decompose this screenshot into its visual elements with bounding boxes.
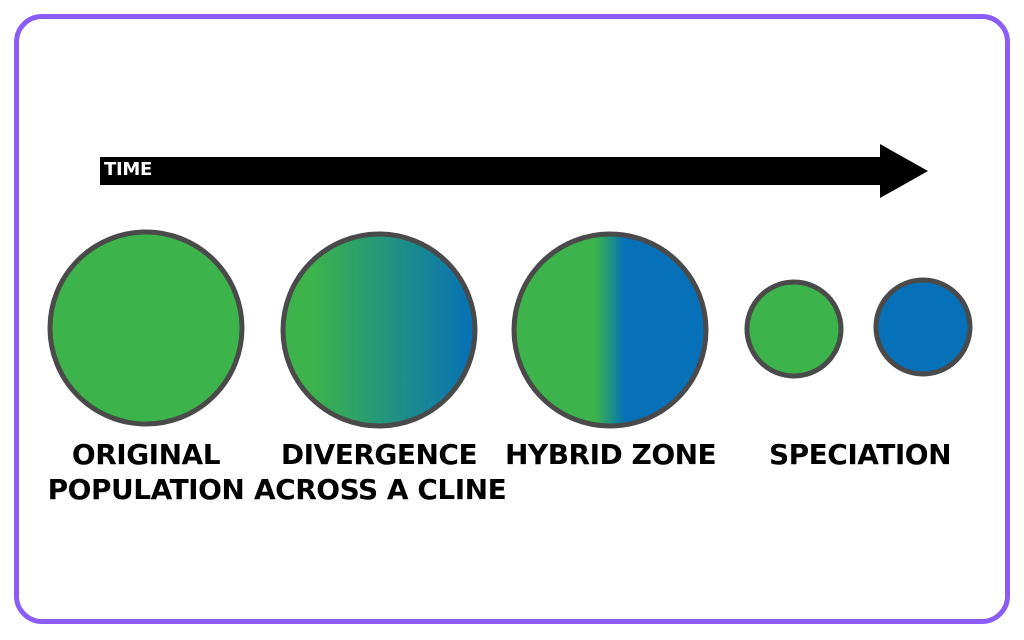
blue-species-circle — [873, 277, 973, 377]
hybrid-zone-caption: HYBRID ZONE — [505, 437, 717, 472]
green-species-circle — [744, 279, 844, 379]
divergence-caption: DIVERGENCE ACROSS A CLINE — [254, 437, 507, 507]
caption-line: HYBRID ZONE — [505, 438, 717, 471]
caption-line: DIVERGENCE — [280, 438, 478, 471]
time-arrow-head — [880, 144, 928, 198]
cline-divergence-circle — [280, 231, 478, 429]
speciation-caption: SPECIATION — [760, 437, 960, 472]
caption-line: ACROSS A CLINE — [254, 473, 507, 506]
time-arrow — [100, 144, 928, 198]
original-population-caption: ORIGINAL POPULATION — [46, 437, 246, 507]
caption-line: POPULATION — [47, 473, 245, 506]
original-population-circle — [47, 229, 245, 427]
caption-line: SPECIATION — [768, 438, 952, 471]
time-label: TIME — [104, 159, 152, 180]
time-arrow-shaft — [100, 157, 884, 185]
hybrid-zone-circle — [511, 231, 709, 429]
caption-line: ORIGINAL — [71, 438, 221, 471]
